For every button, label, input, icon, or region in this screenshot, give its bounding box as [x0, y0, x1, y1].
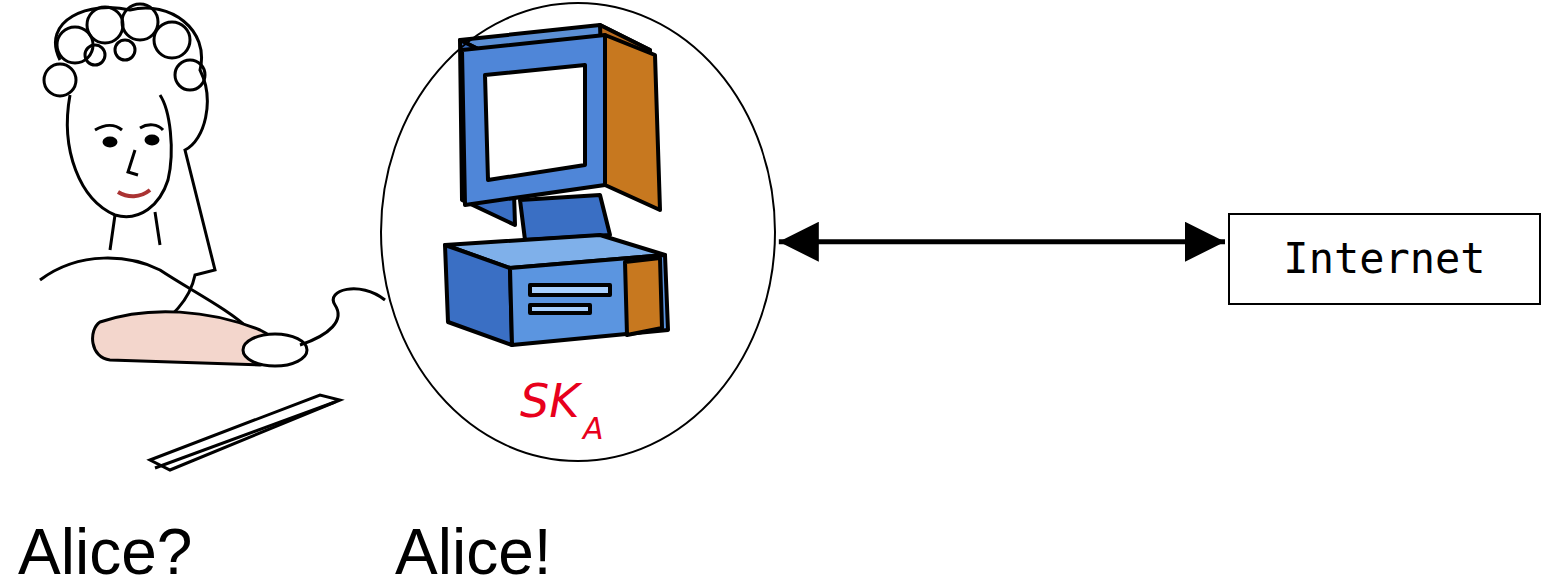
circle-outline	[381, 3, 775, 461]
key-label: SK	[520, 378, 579, 424]
computer-illustration	[445, 25, 668, 345]
caption-label: Alice!	[395, 515, 552, 587]
woman-illustration	[40, 4, 385, 470]
node-label: Internet	[1230, 215, 1539, 303]
network-box: Internet	[1228, 213, 1541, 305]
key-subscript: A	[583, 414, 604, 444]
bidirectional-arrow	[779, 239, 1225, 244]
caption-label: Alice?	[18, 515, 192, 587]
computer-circle: SKA	[380, 2, 776, 462]
